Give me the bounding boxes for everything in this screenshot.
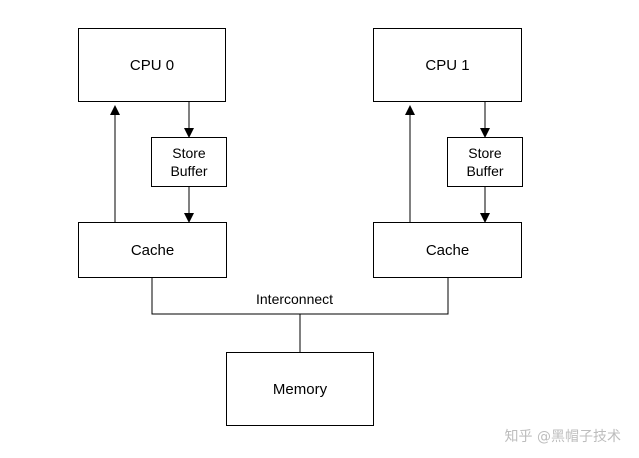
cache0-label: Cache	[130, 241, 175, 259]
cpu1-box: CPU 1	[373, 28, 522, 102]
cache0-box: Cache	[78, 222, 227, 278]
memory-label: Memory	[272, 380, 328, 398]
memory-box: Memory	[226, 352, 374, 426]
store-buffer0-label: Store Buffer	[170, 145, 208, 179]
cpu0-box: CPU 0	[78, 28, 226, 102]
cpu0-label: CPU 0	[129, 56, 175, 74]
interconnect-label: Interconnect	[256, 291, 334, 307]
store-buffer0-box: Store Buffer	[151, 137, 227, 187]
store-buffer1-box: Store Buffer	[447, 137, 523, 187]
cache1-label: Cache	[425, 241, 470, 259]
store-buffer1-label: Store Buffer	[466, 145, 504, 179]
cpu1-label: CPU 1	[425, 56, 470, 74]
watermark-text: 知乎 @黑帽子技术	[504, 429, 621, 445]
cache1-box: Cache	[373, 222, 522, 278]
